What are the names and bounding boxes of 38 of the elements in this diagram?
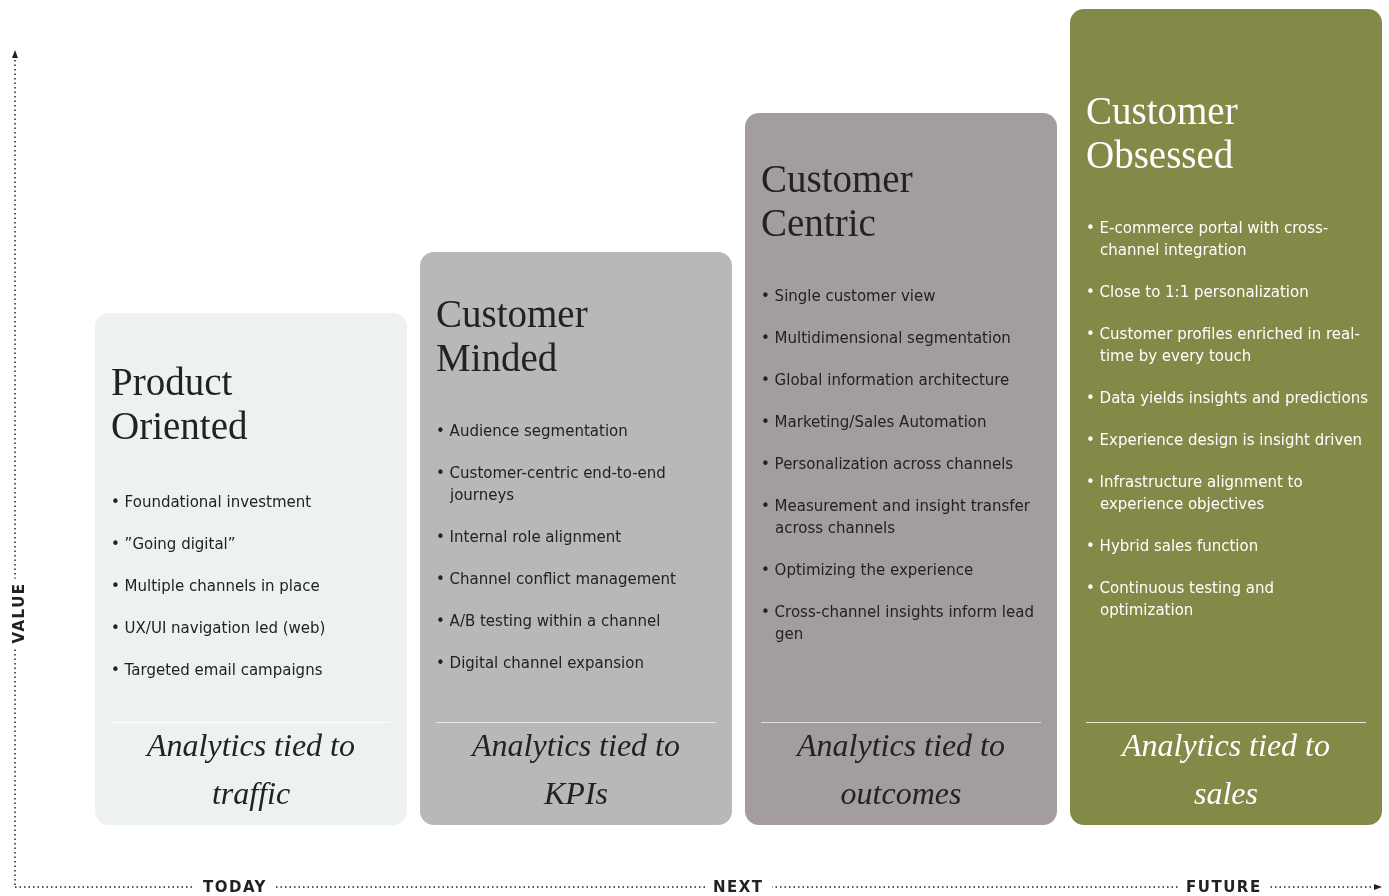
analytics-caption: Analytics tied to outcomes — [795, 726, 1006, 813]
bullet-item: • Customer-centric end-to-end journeys — [436, 463, 667, 506]
bullet-item: • Foundational investment — [111, 492, 313, 513]
bullet-item: • Marketing/Sales Automation — [761, 412, 988, 433]
bullet-item: • Cross-channel insights inform lead gen — [761, 602, 1035, 645]
analytics-caption: Analytics tied to traffic — [145, 726, 356, 813]
bullet-item: • Multidimensional segmentation — [761, 328, 1012, 349]
bullet-item: • Customer profiles enriched in real-time by every touch — [1086, 324, 1361, 367]
stage-title: Customer Minded — [436, 292, 589, 380]
stage-title: Customer Centric — [761, 157, 914, 245]
bullet-item: • UX/UI navigation led (web) — [111, 618, 327, 639]
stage-card — [745, 113, 1057, 825]
bullet-item: • Audience segmentation — [436, 421, 629, 442]
bullet-item: • Continuous testing and optimization — [1086, 578, 1276, 621]
bullet-item: • Infrastructure alignment to experience objectives — [1086, 472, 1304, 515]
bullet-item: • Data yields insights and predictions — [1086, 388, 1368, 409]
bullet-item: • Hybrid sales function — [1086, 536, 1260, 557]
bullet-item: • A/B testing within a channel — [436, 611, 662, 632]
stage-card — [1070, 9, 1382, 825]
analytics-caption: Analytics tied to sales — [1120, 726, 1331, 813]
bullet-item: • Measurement and insight transfer across channels — [761, 496, 1031, 539]
bullet-item: • Global information architecture — [761, 370, 1011, 391]
stage-title: Customer Obsessed — [1086, 89, 1239, 177]
bullet-item: • Multiple channels in place — [111, 576, 321, 597]
bullet-item: • Close to 1:1 personalization — [1086, 282, 1310, 303]
bullet-item: • Internal role alignment — [436, 527, 623, 548]
bullet-item: • E-commerce portal with cross-channel integration — [1086, 218, 1330, 261]
bullet-item: • Targeted email campaigns — [111, 660, 324, 681]
bullet-item: • Experience design is insight driven — [1086, 430, 1364, 451]
bullet-item: • Single customer view — [761, 286, 937, 307]
bullet-item: • ”Going digital” — [111, 534, 237, 555]
bullet-item: • Optimizing the experience — [761, 560, 975, 581]
analytics-caption: Analytics tied to KPIs — [470, 726, 681, 813]
bullet-item: • Personalization across channels — [761, 454, 1015, 475]
bullet-item: • Digital channel expansion — [436, 653, 645, 674]
bullet-item: • Channel conflict management — [436, 569, 677, 590]
stage-card — [420, 252, 732, 825]
stage-title: Product Oriented — [111, 360, 249, 448]
